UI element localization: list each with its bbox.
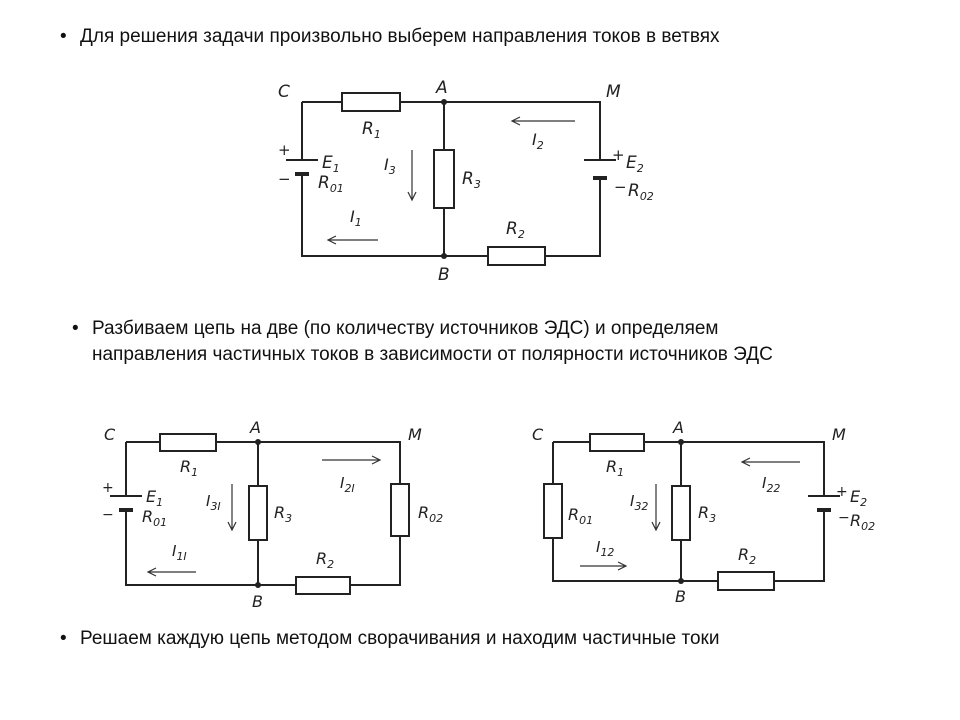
- i2-label: I2: [532, 130, 544, 152]
- e2-label: E2: [850, 487, 867, 509]
- i21-label: I2I: [340, 474, 355, 495]
- node-a-dot: [441, 99, 447, 105]
- arrow-i12: [580, 561, 628, 571]
- i1-label: I1: [350, 207, 362, 229]
- r3-label: R3: [462, 169, 481, 191]
- circuit-partial-1: C A M B R1 R3 R02 R2 + − E1 R01 I2I I3I …: [102, 418, 443, 611]
- bullet-text-3: Решаем каждую цепь методом сворачивания …: [80, 628, 720, 649]
- r02-label: R02: [418, 503, 443, 525]
- bullet-2: • Разбиваем цепь на две (по количеству и…: [72, 316, 952, 368]
- node-a-label: A: [249, 418, 261, 437]
- r1-label: R1: [606, 457, 624, 479]
- bullet-text-1: Для решения задачи произвольно выберем н…: [80, 26, 720, 47]
- node-c-label: C: [532, 425, 544, 444]
- arrow-i2: [510, 116, 575, 126]
- arrow-i21: [322, 455, 382, 465]
- node-b-dot: [441, 253, 447, 259]
- resistor-r2-p1: [295, 576, 351, 595]
- battery-e2: [584, 159, 616, 180]
- i3-label: I3: [384, 155, 396, 177]
- node-a-label: A: [672, 418, 684, 437]
- e1-plus: +: [102, 480, 114, 496]
- resistor-r1-p2: [589, 433, 645, 452]
- node-c-label: C: [104, 425, 116, 444]
- battery-e2-p2: [808, 495, 840, 512]
- bullet-3: • Решаем каждую цепь методом сворачивани…: [60, 626, 940, 652]
- r02-label: R02: [628, 181, 654, 203]
- r1-label: R1: [362, 119, 381, 141]
- r01-label: R01: [318, 173, 344, 195]
- e2-label: E2: [626, 153, 644, 175]
- circuit-partial-2: C A M B R1 R01 R3 R2 + E2 − R02 I22 I32 …: [532, 418, 875, 606]
- node-b-dot: [678, 578, 684, 584]
- e2-minus: −: [838, 510, 850, 526]
- e1-minus: −: [278, 170, 291, 188]
- resistor-r3-p2: [671, 485, 691, 541]
- r2-label: R2: [738, 545, 756, 567]
- resistor-r2: [487, 246, 546, 266]
- r01-label: R01: [568, 505, 593, 527]
- e2-minus: −: [614, 178, 627, 196]
- i22-label: I22: [762, 474, 780, 495]
- resistor-r3: [433, 149, 455, 209]
- node-m-label: M: [832, 425, 846, 444]
- arrow-i11: [146, 567, 196, 577]
- r1-label: R1: [180, 457, 198, 479]
- circuit-main: C A M B R1 R3 R2 + − E1 R01 + E2 − R02 I…: [278, 78, 654, 285]
- e1-minus: −: [102, 507, 114, 523]
- arrow-i3: [407, 150, 417, 202]
- node-m-label: M: [606, 82, 621, 102]
- arrow-i32: [651, 484, 661, 532]
- i11-label: I1I: [172, 542, 187, 563]
- bullet-dot: •: [60, 628, 67, 649]
- bullet-text-2a: Разбиваем цепь на две (по количеству ист…: [92, 318, 719, 339]
- r01-label: R01: [142, 507, 167, 529]
- resistor-r2-p2: [717, 571, 775, 591]
- e1-label: E1: [322, 153, 340, 175]
- resistor-r02-p1: [390, 483, 410, 537]
- bullet-text-2b: направления частичных токов в зависимост…: [92, 344, 773, 365]
- node-a-dot: [255, 439, 261, 445]
- node-m-label: M: [408, 425, 422, 444]
- node-b-label: B: [252, 592, 263, 611]
- battery-e1-p1: [110, 495, 142, 512]
- r2-label: R2: [316, 549, 334, 571]
- e2-plus: +: [836, 484, 848, 500]
- bullet-1: • Для решения задачи произвольно выберем…: [60, 24, 940, 50]
- e2-plus: +: [612, 146, 625, 164]
- r2-label: R2: [506, 219, 525, 241]
- arrow-i1: [326, 235, 378, 245]
- resistor-r1-p1: [159, 433, 217, 452]
- resistor-r3-p1: [248, 485, 268, 541]
- node-c-label: C: [278, 82, 290, 102]
- node-b-dot: [255, 582, 261, 588]
- resistor-r01-p2: [543, 483, 563, 539]
- r02-label: R02: [850, 511, 875, 533]
- bullet-dot: •: [60, 26, 67, 47]
- arrow-i22: [740, 457, 800, 467]
- i31-label: I3I: [206, 492, 221, 513]
- node-b-label: B: [675, 587, 686, 606]
- arrow-i31: [227, 484, 237, 532]
- r3-label: R3: [698, 503, 716, 525]
- node-a-label: A: [435, 78, 448, 98]
- node-b-label: B: [438, 265, 450, 285]
- i12-label: I12: [596, 538, 614, 559]
- bullet-dot: •: [72, 318, 79, 339]
- i32-label: I32: [630, 492, 648, 513]
- resistor-r1: [341, 92, 401, 112]
- e1-plus: +: [278, 141, 291, 159]
- r3-label: R3: [274, 503, 292, 525]
- e1-label: E1: [146, 487, 163, 509]
- battery-e1: [286, 159, 318, 176]
- node-a-dot: [678, 439, 684, 445]
